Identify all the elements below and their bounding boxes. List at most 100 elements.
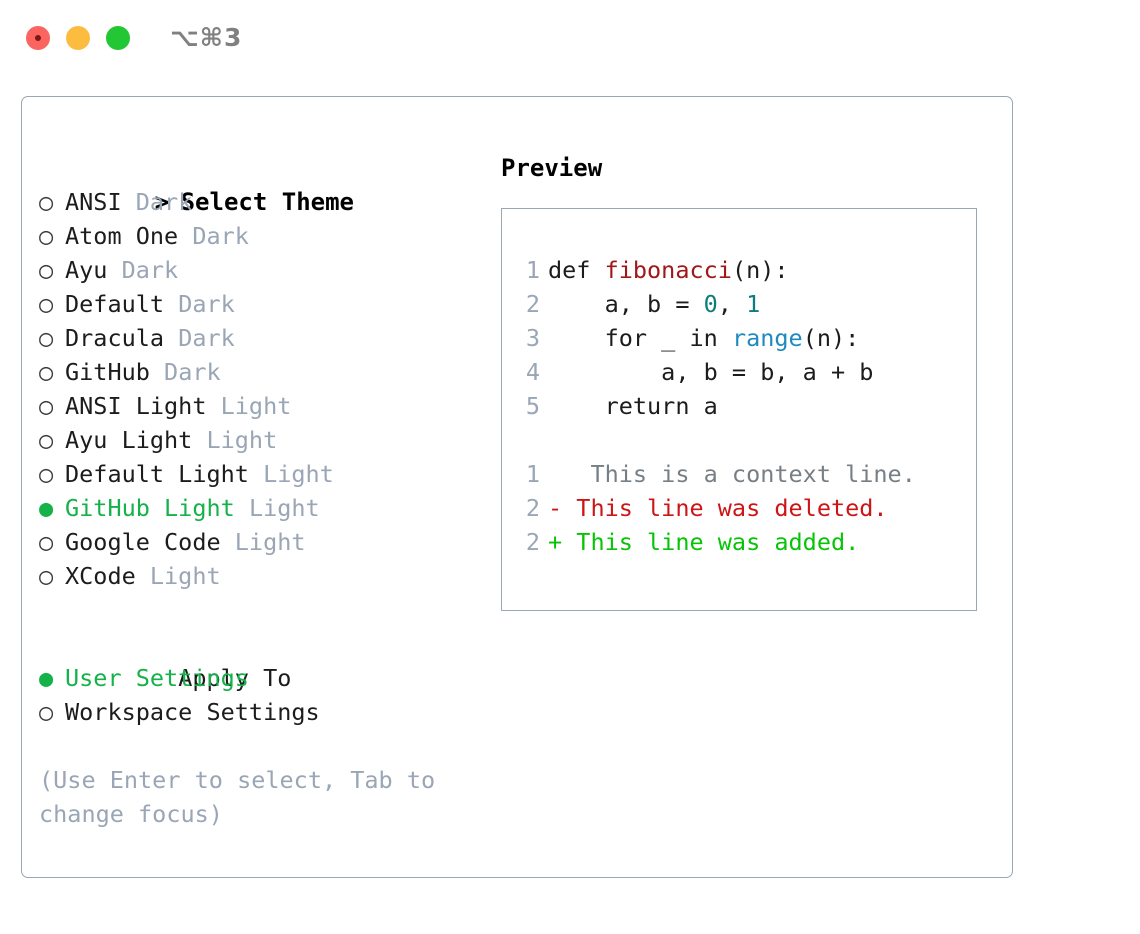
radio-unselected-icon[interactable]: ○ <box>39 256 54 284</box>
code-token: for _ in <box>548 324 732 352</box>
theme-name: Ayu <box>65 256 122 284</box>
theme-list-item[interactable]: ○ Ayu Light Light <box>39 423 479 457</box>
theme-name: GitHub Light <box>65 494 249 522</box>
theme-category: Dark <box>164 358 221 386</box>
theme-name: GitHub <box>65 358 165 386</box>
radio-unselected-icon[interactable]: ○ <box>39 188 54 216</box>
theme-list-item[interactable]: ○ Dracula Dark <box>39 321 479 355</box>
apply-to-label: Apply To <box>178 664 292 692</box>
preview-heading: Preview <box>501 154 603 182</box>
code-token: range <box>731 324 803 352</box>
diff-line: 2 + This line was added. <box>516 525 976 559</box>
radio-unselected-icon[interactable]: ○ <box>39 222 54 250</box>
keyboard-shortcut-label: ⌥⌘3 <box>170 23 243 52</box>
theme-list-item[interactable]: ○Atom One Dark <box>39 219 479 253</box>
theme-name: ANSI Light <box>65 392 221 420</box>
radio-unselected-icon[interactable]: ○ <box>39 698 54 726</box>
theme-category: Light <box>220 392 292 420</box>
theme-category: Light <box>234 528 306 556</box>
keyboard-hint-text: (Use Enter to select, Tab to change focu… <box>39 766 436 828</box>
radio-selected-icon[interactable]: ● <box>39 494 54 522</box>
apply-to-heading: Apply To <box>39 627 479 692</box>
diff-line-text: + This line was added. <box>548 528 860 556</box>
theme-list-item[interactable]: ○ GitHub Dark <box>39 355 479 389</box>
theme-selector-column: > Select Theme ○ ANSI Dark ○ Atom One Dark ○ A… <box>39 151 479 831</box>
theme-name: XCode <box>65 562 150 590</box>
theme-name: ANSI <box>65 188 136 216</box>
theme-list-item[interactable]: ○XCode Light <box>39 559 479 593</box>
radio-selected-icon[interactable]: ● <box>39 664 54 692</box>
line-number: 1 <box>525 460 540 488</box>
theme-category: Light <box>263 460 334 488</box>
theme-list-item[interactable]: ○ ANSI Light Light <box>39 389 479 423</box>
code-token: fibonacci <box>604 256 732 284</box>
close-window-button[interactable] <box>26 26 50 50</box>
line-number: 1 <box>525 256 540 284</box>
theme-name: Dracula <box>65 324 179 352</box>
theme-list-item[interactable]: ○Google Code Light <box>39 525 479 559</box>
theme-list-item[interactable]: ● GitHub Light Light <box>39 491 479 525</box>
line-number: 3 <box>525 324 540 352</box>
radio-unselected-icon[interactable]: ○ <box>39 392 54 420</box>
code-token: , <box>717 290 747 318</box>
theme-list-item[interactable]: ○ Default Light Light <box>39 457 479 491</box>
theme-list: ○ ANSI Dark ○ Atom One Dark ○ Ayu Dark ○ Defaul… <box>39 185 479 593</box>
theme-list-item[interactable]: ○ Default Dark <box>39 287 479 321</box>
theme-category: Dark <box>135 188 193 216</box>
theme-name: Atom One <box>65 222 193 250</box>
diff-line-text: - This line was deleted. <box>548 494 888 522</box>
main-panel: > Select Theme ○ ANSI Dark ○ Atom One Dark ○ A… <box>21 96 1013 878</box>
radio-unselected-icon[interactable]: ○ <box>39 460 54 488</box>
code-token: a, b = <box>548 290 704 318</box>
theme-name: Default Light <box>65 460 264 488</box>
apply-to-option[interactable]: ●User Settings <box>39 661 479 695</box>
radio-unselected-icon[interactable]: ○ <box>39 290 54 318</box>
apply-to-option[interactable]: ○ Workspace Settings <box>39 695 479 729</box>
line-number: 2 <box>525 494 540 522</box>
minimize-window-button[interactable] <box>66 26 90 50</box>
title-bar: ⌥⌘3 <box>0 0 1140 78</box>
line-number: 5 <box>525 392 540 420</box>
diff-line: 2 - This line was deleted. <box>516 491 976 525</box>
theme-category: Light <box>248 494 320 522</box>
theme-category: Dark <box>178 290 235 318</box>
radio-unselected-icon[interactable]: ○ <box>39 426 54 454</box>
apply-to-option-label: Workspace Settings <box>65 698 320 726</box>
theme-name: Ayu Light <box>65 426 207 454</box>
theme-category: Light <box>206 426 278 454</box>
code-line: 4 a, b = b, a + b <box>516 355 976 389</box>
radio-unselected-icon[interactable]: ○ <box>39 562 54 590</box>
theme-category: Dark <box>178 324 235 352</box>
radio-unselected-icon[interactable]: ○ <box>39 358 54 386</box>
theme-category: Dark <box>121 256 179 284</box>
maximize-window-button[interactable] <box>106 26 130 50</box>
theme-list-item[interactable]: ○ Ayu Dark <box>39 253 479 287</box>
window-controls <box>26 26 130 50</box>
select-theme-title: Select Theme <box>180 188 354 216</box>
line-number: 2 <box>525 528 540 556</box>
diff-line-text: This is a context line. <box>548 460 916 488</box>
select-theme-heading: > Select Theme <box>39 151 479 216</box>
list-spacer <box>39 593 479 627</box>
radio-unselected-icon[interactable]: ○ <box>39 528 54 556</box>
code-token: (n): <box>802 324 860 352</box>
radio-unselected-icon[interactable]: ○ <box>39 324 54 352</box>
diff-line: 1 This is a context line. <box>516 457 976 491</box>
code-token: 1 <box>746 290 761 318</box>
code-line: 5 return a <box>516 389 976 423</box>
preview-spacer <box>516 423 976 457</box>
code-token: a, b = b, a + b <box>548 358 874 386</box>
prompt-marker-icon: > <box>154 188 170 216</box>
theme-name: Default <box>65 290 179 318</box>
theme-list-item[interactable]: ○ ANSI Dark <box>39 185 479 219</box>
code-token: (n): <box>731 256 789 284</box>
line-number: 4 <box>525 358 540 386</box>
line-number: 2 <box>525 290 540 318</box>
code-line: 3 for _ in range(n): <box>516 321 976 355</box>
code-token: 0 <box>703 290 718 318</box>
